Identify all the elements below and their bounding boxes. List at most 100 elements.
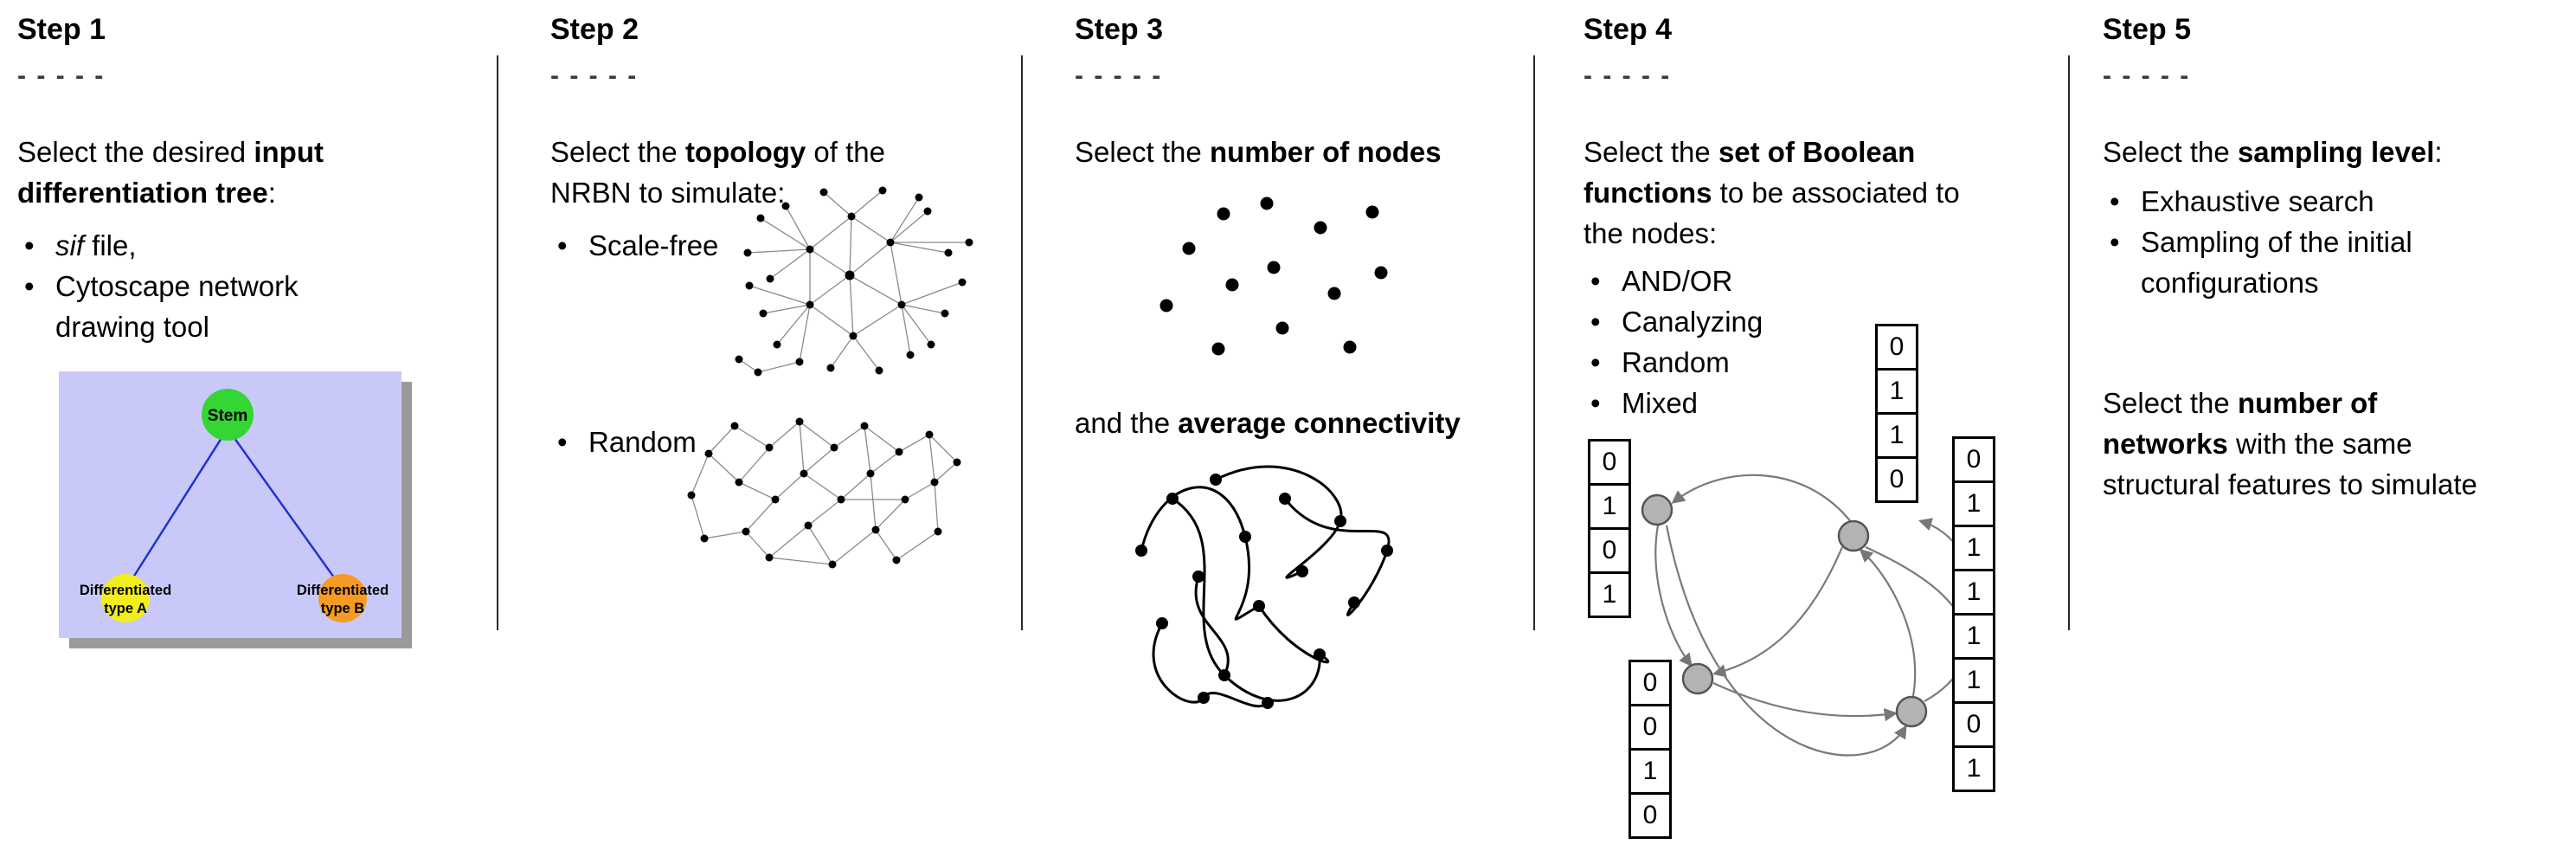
truth-table-bottom: 0 0 1 0 [1628, 660, 1672, 839]
differentiation-tree-graphic: Stem Differentiated type A Differentiate… [59, 371, 412, 648]
sif-rest: file, [84, 229, 137, 261]
intro-bold: networks [2103, 428, 2228, 460]
intro-text: Select the desired [17, 136, 254, 168]
step-4-column: Step 4 - - - - - Select the set of Boole… [1584, 12, 2065, 839]
table-cell: 1 [1952, 657, 1995, 704]
scale-free-label: Scale-free [588, 229, 719, 261]
step-2-dashes: - - - - - [550, 61, 639, 90]
intro-bold: sampling level [2237, 136, 2435, 168]
table-cell: 0 [1588, 527, 1631, 574]
tangle-dots [1135, 474, 1393, 709]
step-3-column: Step 3 - - - - - Select the number of no… [1075, 12, 1528, 719]
intro-text: and the [1075, 407, 1179, 439]
intro-bold: set of Boolean [1718, 136, 1916, 168]
intro-text: structural features to simulate [2103, 468, 2477, 500]
table-cell: 1 [1875, 368, 1918, 415]
intro-bold: number of nodes [1209, 136, 1442, 168]
list-item: Random [550, 422, 1011, 462]
canalyzing-label: Canalyzing [1622, 306, 1763, 338]
step-4-options: AND/OR Canalyzing Random Mixed [1584, 261, 2065, 423]
type-a-node [101, 574, 150, 622]
intro-text: the nodes: [1584, 217, 1718, 249]
table-cell: 1 [1952, 613, 1995, 660]
truth-table-right: 0 1 1 1 1 1 0 1 [1952, 436, 1995, 792]
table-cell: 0 [1875, 324, 1918, 371]
boolean-network-graphic: 0 1 0 1 0 1 1 0 0 0 1 0 0 1 1 1 [1584, 315, 2065, 851]
bullet-icon [17, 266, 55, 347]
list-item: sif file, [17, 225, 454, 266]
intro-text: : [2434, 136, 2443, 168]
truth-table-left: 0 1 0 1 [1588, 439, 1631, 618]
table-cell: 1 [1952, 525, 1995, 571]
table-cell: 1 [1952, 745, 1995, 792]
column-divider [1533, 55, 1535, 630]
list-item: Exhaustive search [2103, 181, 2570, 222]
stem-node [202, 389, 254, 441]
cytoscape-line1: Cytoscape network [55, 270, 299, 302]
intro-text: NRBN to simulate: [550, 177, 786, 209]
list-item: Scale-free [550, 225, 1011, 266]
intro-text: Select the [1584, 136, 1718, 168]
step-3-intro-connectivity: and the average connectivity [1075, 403, 1528, 443]
table-cell: 0 [1628, 704, 1672, 751]
table-cell: 0 [1628, 660, 1672, 706]
column-divider [1021, 55, 1023, 630]
bullet-icon [550, 225, 588, 266]
bullet-icon [550, 422, 588, 462]
truth-table-top: 0 1 1 0 [1875, 324, 1918, 503]
type-b-node [318, 574, 367, 622]
random-nodes [687, 417, 961, 569]
scatter-dots [1160, 197, 1388, 356]
table-cell: 0 [1952, 701, 1995, 748]
mixed-label: Mixed [1622, 387, 1699, 419]
sif-label: sif [55, 229, 84, 261]
list-item: AND/OR [1584, 261, 2065, 301]
intro-text: Select the [2103, 387, 2238, 419]
type-b-label-1: Differentiated [297, 583, 389, 598]
scale-free-nodes [735, 186, 973, 377]
boolean-network-arrows [1654, 474, 1979, 757]
intro-bold: differentiation tree [17, 177, 268, 209]
intro-bold: input [254, 136, 324, 168]
sampling-line2: configurations [2141, 267, 2319, 299]
type-b-label-2: type B [321, 601, 365, 616]
table-cell: 1 [1875, 412, 1918, 459]
column-divider [497, 55, 498, 630]
intro-text: Select the [550, 136, 685, 168]
boolean-network-svg [1641, 474, 1979, 757]
table-cell: 0 [1875, 456, 1918, 503]
step-1-column: Step 1 - - - - - Select the desired inpu… [17, 12, 454, 654]
tangle-curves [1140, 465, 1391, 708]
step-5-title: Step 5 [2103, 13, 2192, 46]
connectivity-tangle-graphic [1135, 465, 1393, 709]
intro-text: of the [806, 136, 885, 168]
step-3-intro-nodes: Select the number of nodes [1075, 132, 1528, 172]
list-item: Mixed [1584, 383, 2065, 423]
list-item: Random [1584, 342, 2065, 383]
boolean-network-nodes [1641, 493, 1928, 728]
scale-free-edges [738, 190, 969, 373]
bullet-icon [17, 225, 55, 266]
intro-text: with the same [2227, 428, 2412, 460]
intro-text: Select the [1075, 136, 1210, 168]
step-1-intro: Select the desired input differentiation … [17, 132, 454, 213]
column-divider [2068, 55, 2070, 630]
random-label: Random [588, 426, 697, 458]
step-4-title: Step 4 [1584, 13, 1673, 46]
list-item-label: Cytoscape network drawing tool [55, 266, 454, 347]
intro-bold: average connectivity [1178, 407, 1461, 439]
sampling-line1: Sampling of the initial [2141, 226, 2412, 258]
tree-edge-left [124, 428, 229, 590]
cytoscape-line2: drawing tool [55, 311, 209, 343]
step-1-title: Step 1 [17, 13, 106, 46]
step-5-dashes: - - - - - [2103, 61, 2191, 90]
list-item: Canalyzing [1584, 301, 2065, 342]
intro-text: : [267, 177, 276, 209]
step-2-title: Step 2 [550, 13, 639, 46]
type-a-label-1: Differentiated [80, 583, 171, 598]
intro-text: to be associated to [1712, 177, 1960, 209]
table-cell: 1 [1952, 569, 1995, 616]
